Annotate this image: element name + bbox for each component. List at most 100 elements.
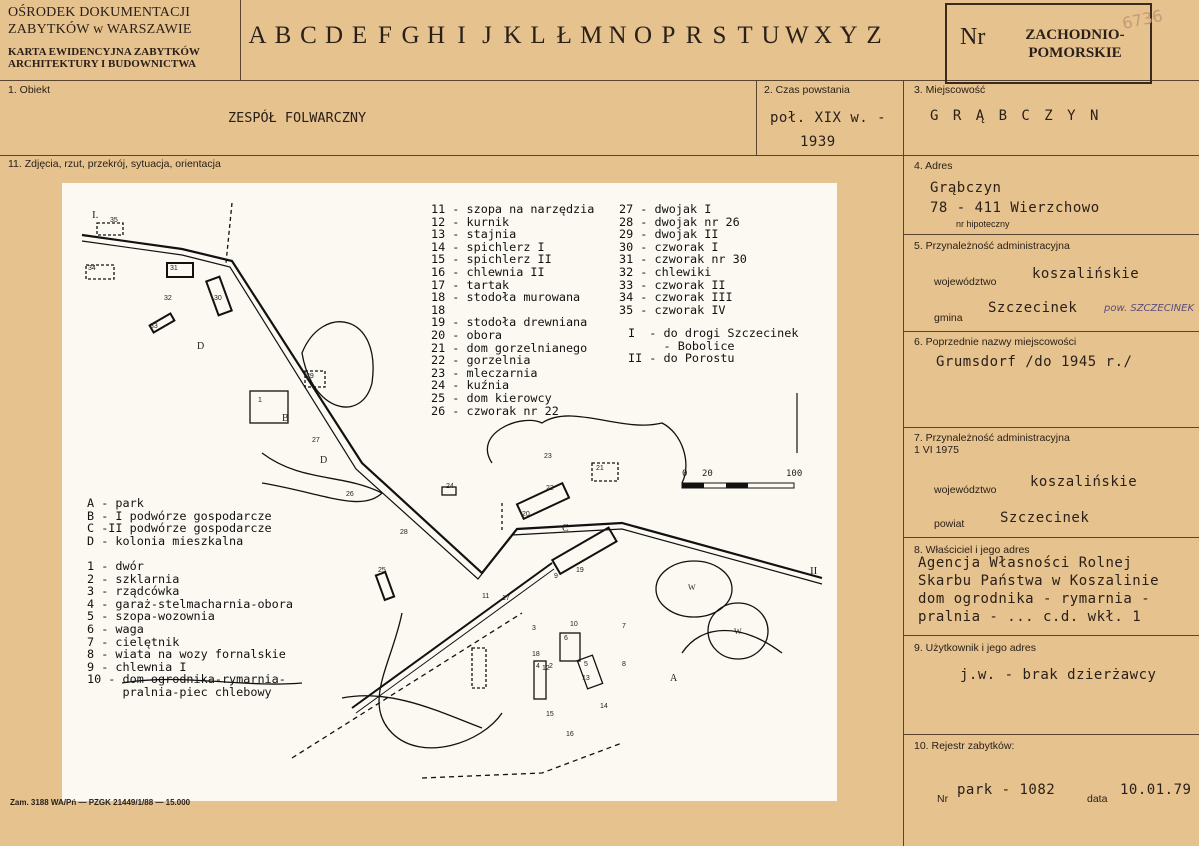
field-wlasciciel-value: Agencja Własności Rolnej Skarbu Państwa … <box>918 554 1159 626</box>
road-label-ii: II <box>810 565 818 577</box>
building-number: 9 <box>554 573 558 580</box>
field-czas-label: 2. Czas powstania <box>764 84 850 96</box>
area-label-c: C <box>562 523 569 534</box>
region-name-line1: ZACHODNIO- <box>1025 27 1125 43</box>
field-przyn75-label1: 7. Przynależność administracyjna <box>914 432 1070 444</box>
index-letter: P <box>661 22 676 49</box>
rule-col-a <box>756 80 757 156</box>
building-30 <box>204 275 234 317</box>
index-letter: B <box>274 22 292 49</box>
field-poprzednie-label: 6. Poprzednie nazwy miejscowości <box>914 336 1077 348</box>
field-rejestr-nr-label: Nr <box>937 793 949 805</box>
index-letter: S <box>712 22 727 49</box>
pond-label-1: W <box>688 583 696 592</box>
field-gmina-label: gmina <box>934 312 963 324</box>
index-letter: T <box>737 22 754 49</box>
building-29 <box>304 370 326 388</box>
building-number: 12 <box>542 665 550 672</box>
rule-r5 <box>903 331 1199 332</box>
index-letter: J <box>482 22 493 49</box>
scale-label-20: 20 <box>702 469 713 479</box>
field-przyn-label: 5. Przynależność administracyjna <box>914 240 1070 252</box>
building-number: 35 <box>110 217 118 224</box>
field-przyn75-label2: 1 VI 1975 <box>914 444 959 456</box>
field-poprzednie-value: Grumsdorf /do 1945 r./ <box>936 354 1133 370</box>
owner-line-1: Agencja Własności Rolnej <box>918 555 1133 571</box>
index-letter: Z <box>866 22 883 49</box>
building-number: 7 <box>622 623 626 630</box>
tree-line-east <box>486 415 687 484</box>
print-footer: Zam. 3188 WA/Pń — PZGK 21449/1/88 — 15.0… <box>10 798 191 807</box>
area-label-d2: D <box>320 455 328 466</box>
pond-1 <box>655 560 733 618</box>
field-adres-line2: 78 - 411 Wierzchowo <box>930 200 1100 216</box>
org-name: OŚRODEK DOKUMENTACJI ZABYTKÓW w WARSZAWI… <box>8 4 192 38</box>
index-letter: F <box>378 22 393 49</box>
field-czas-line2: 1939 <box>800 134 836 150</box>
building-25 <box>441 486 457 496</box>
building-number: 23 <box>544 453 552 460</box>
rule-row1 <box>0 155 1199 156</box>
diagonal-road-edge <box>355 568 555 714</box>
index-letter: U <box>761 22 781 49</box>
building-3 <box>533 660 547 700</box>
building-5 <box>559 632 581 662</box>
index-letter: X <box>813 22 833 49</box>
field-wlasciciel-label: 8. Właściciel i jego adres <box>914 544 1030 556</box>
pond-label-2: W <box>734 627 742 636</box>
building-number: 11 <box>482 593 490 600</box>
card-title-line1: KARTA EWIDENCYJNA ZABYTKÓW <box>8 46 200 58</box>
building-number: 14 <box>600 703 608 710</box>
building-31 <box>166 262 194 278</box>
rule-hdr-left <box>240 0 241 80</box>
region-nr-label: Nr <box>960 24 986 50</box>
building-number: 18 <box>532 651 540 658</box>
building-33 <box>148 312 176 334</box>
field-czas-line1: poł. XIX w. - <box>770 110 887 126</box>
building-number: 32 <box>164 295 172 302</box>
field-rejestr-data-label: data <box>1087 793 1108 805</box>
building-number: 1 <box>258 397 262 404</box>
building-22 <box>591 462 619 482</box>
rule-r8 <box>903 635 1199 636</box>
index-letter: A <box>248 22 268 49</box>
field-uzytkownik-label: 9. Użytkownik i jego adres <box>914 642 1036 654</box>
road-label-i: I. <box>92 209 99 221</box>
field-gmina-value: Szczecinek <box>988 300 1078 316</box>
building-number: 17 <box>502 595 510 602</box>
building-number: 33 <box>150 323 158 330</box>
field-rejestr-label: 10. Rejestr zabytków: <box>914 740 1015 752</box>
index-letter: E <box>351 22 368 49</box>
building-number: 2 <box>549 663 553 670</box>
building-number: 27 <box>312 437 320 444</box>
tree-cluster-1 <box>301 321 374 408</box>
building-number: 30 <box>214 295 222 302</box>
rule-header <box>0 80 1199 81</box>
card-title-line2: ARCHITEKTURY I BUDOWNICTWA <box>8 58 197 70</box>
building-number: 28 <box>400 529 408 536</box>
index-letter: O <box>633 22 653 49</box>
building-26 <box>374 570 396 602</box>
index-letter: R <box>685 22 703 49</box>
index-letter: D <box>324 22 344 49</box>
main-road <box>81 233 823 580</box>
rule-r7 <box>903 537 1199 538</box>
index-letter: K <box>503 22 523 49</box>
region-name: ZACHODNIO- POMORSKIE <box>1000 26 1150 62</box>
building-35 <box>96 222 124 236</box>
building-4 <box>576 654 604 690</box>
field-powiat-label: powiat <box>934 518 965 530</box>
index-letter: G <box>401 22 421 49</box>
org-line1: OŚRODEK DOKUMENTACJI <box>8 5 191 20</box>
owner-line-4: pralnia - ... c.d. wkł. 1 <box>918 609 1142 625</box>
building-20 <box>515 481 571 521</box>
index-letter: M <box>580 22 603 49</box>
index-letter: C <box>300 22 318 49</box>
index-letter: N <box>608 22 628 49</box>
building-number: 19 <box>576 567 584 574</box>
tree-line-sw <box>121 678 303 685</box>
building-18 <box>471 647 487 689</box>
building-number: 13 <box>582 675 590 682</box>
building-number: 25 <box>378 567 386 574</box>
